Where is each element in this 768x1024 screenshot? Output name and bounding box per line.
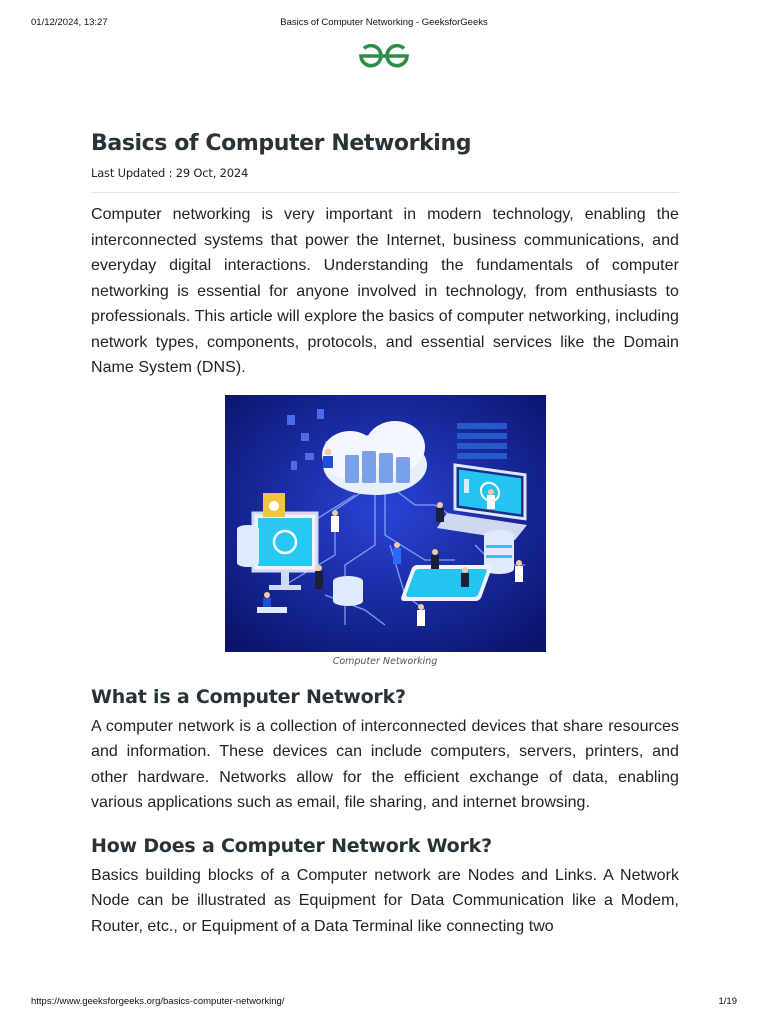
computer-networking-illustration: [224, 394, 546, 652]
section-paragraph: Basics building blocks of a Computer net…: [91, 866, 679, 935]
page-url[interactable]: https://www.geeksforgeeks.org/basics-com…: [31, 996, 285, 1007]
print-page-title: Basics of Computer Networking - Geeksfor…: [280, 17, 488, 28]
print-header: 01/12/2024, 13:27 Basics of Computer Net…: [0, 17, 768, 31]
intro-paragraph: Computer networking is very important in…: [91, 206, 679, 376]
divider: [91, 192, 679, 193]
page-number: 1/19: [718, 996, 738, 1007]
article-figure: Computer Networking: [224, 394, 546, 667]
section-heading: What is a Computer Network?: [91, 685, 406, 708]
section-paragraph: A computer network is a collection of in…: [91, 717, 679, 812]
article: Basics of Computer Networking Last Updat…: [91, 128, 679, 939]
article-title: Basics of Computer Networking: [91, 131, 472, 156]
print-datetime: 01/12/2024, 13:27: [31, 17, 108, 28]
last-updated: Last Updated : 29 Oct, 2024: [91, 166, 249, 180]
figure-caption: Computer Networking: [332, 655, 438, 667]
section-heading: How Does a Computer Network Work?: [91, 834, 492, 857]
geeksforgeeks-logo-icon[interactable]: [356, 41, 412, 71]
